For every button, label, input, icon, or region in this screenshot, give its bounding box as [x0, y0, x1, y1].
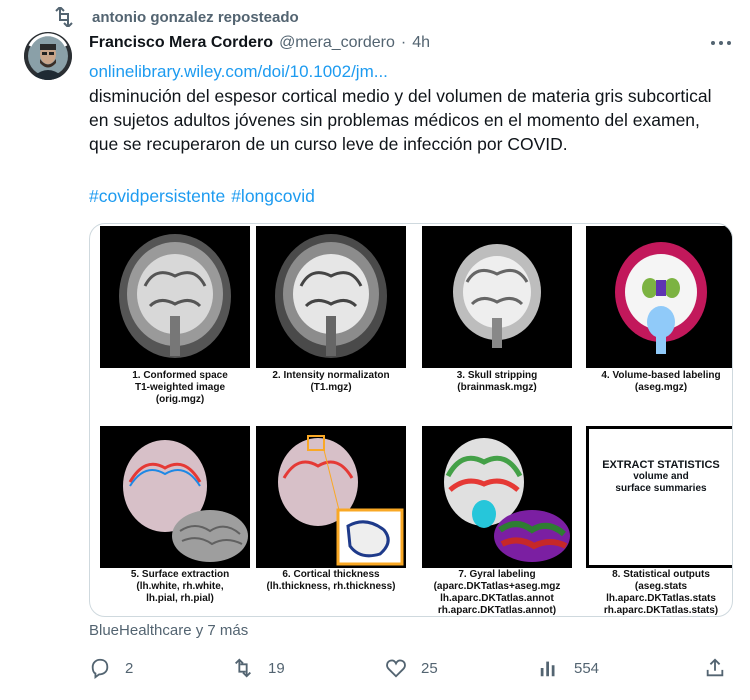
author-handle[interactable]: @mera_cordero — [279, 34, 395, 51]
avatar[interactable] — [24, 32, 72, 80]
panel-7-caption: 7. Gyral labeling(aparc.DKTatlas+aseg.mg… — [433, 569, 561, 616]
views-count: 554 — [574, 659, 600, 677]
extract-statistics-box: EXTRACT STATISTICS volume and surface su… — [586, 426, 732, 568]
hashtag[interactable]: #longcovid — [231, 186, 315, 206]
stats-title: EXTRACT STATISTICS — [602, 459, 720, 471]
share-button[interactable] — [704, 655, 726, 681]
more-options-icon[interactable] — [710, 36, 732, 50]
tweet-header: Francisco Mera Cordero @mera_cordero · 4… — [89, 32, 430, 54]
separator-dot: · — [400, 34, 407, 51]
repost-icon — [55, 7, 73, 27]
tweet-actions: 2 19 25 554 — [89, 655, 731, 681]
brain-scan-gyral-labeling-image — [422, 426, 572, 568]
tweet-text: disminución del espesor cortical medio y… — [89, 86, 712, 154]
panel-3-caption: 3. Skull stripping(brainmask.mgz) — [456, 370, 538, 393]
stats-line-1: volume and — [633, 471, 689, 482]
like-count: 25 — [421, 659, 438, 677]
avatar-image — [24, 32, 72, 80]
panel-6-caption: 6. Cortical thickness(lh.thickness, rh.t… — [266, 569, 396, 592]
repost-label[interactable]: antonio gonzalez reposteado — [92, 8, 299, 26]
panel-5-caption: 5. Surface extraction(lh.white, rh.white… — [130, 569, 230, 604]
repost-icon — [235, 658, 251, 678]
image-source-note[interactable]: BlueHealthcare y 7 más — [89, 622, 249, 639]
views-button[interactable]: 554 — [538, 655, 599, 681]
brain-scan-volume-labeling-image — [586, 226, 732, 368]
brain-scan-normalized-image — [256, 226, 406, 368]
reply-icon — [91, 658, 109, 679]
article-link[interactable]: onlinelibrary.wiley.com/doi/10.1002/jm..… — [89, 62, 388, 81]
heart-icon — [386, 659, 406, 678]
timestamp[interactable]: 4h — [412, 34, 431, 51]
brain-scan-surface-extraction-image — [100, 426, 250, 568]
reply-count: 2 — [125, 659, 134, 677]
like-button[interactable]: 25 — [385, 655, 438, 681]
hashtags: #covidpersistente#longcovid — [89, 184, 321, 208]
brain-scan-conformed-image — [100, 226, 250, 368]
repost-count: 19 — [268, 659, 285, 677]
share-icon — [706, 658, 724, 677]
panel-2-caption: 2. Intensity normalizaton(T1.mgz) — [272, 370, 390, 393]
views-icon — [540, 661, 555, 677]
stats-line-2: surface summaries — [615, 483, 707, 494]
brain-scan-skull-stripped-image — [422, 226, 572, 368]
author-name[interactable]: Francisco Mera Cordero — [89, 34, 274, 51]
hashtag[interactable]: #covidpersistente — [89, 186, 226, 206]
brain-scan-cortical-thickness-image — [256, 426, 406, 568]
repost-button[interactable]: 19 — [232, 655, 285, 681]
reply-button[interactable]: 2 — [89, 655, 133, 681]
panel-4-caption: 4. Volume-based labeling(aseg.mgz) — [601, 370, 721, 393]
